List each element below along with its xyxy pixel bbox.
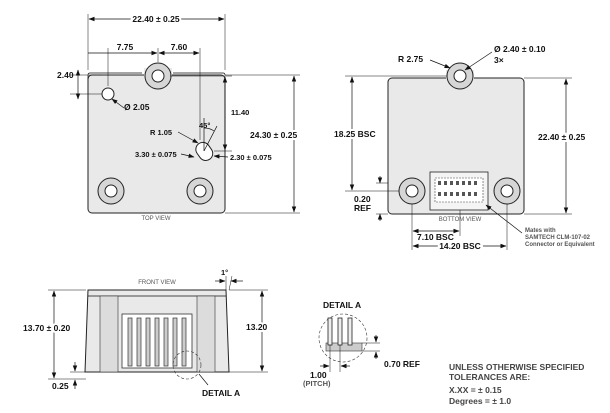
tolerance-line-2: TOLERANCES ARE: xyxy=(449,372,530,382)
top-height-dim: 24.30 ± 0.25 xyxy=(250,130,297,140)
detail-a: DETAIL A 1.00 (PITCH) 0.70 REF xyxy=(303,300,420,388)
top-11-40-dim: 11.40 xyxy=(231,108,249,117)
top-7-60-dim: 7.60 xyxy=(171,42,188,52)
top-angle-dim: 45° xyxy=(199,121,210,130)
top-2-40-dim: 2.40 xyxy=(57,70,74,80)
bottom-hole-top xyxy=(453,69,467,83)
small-hole xyxy=(101,87,115,101)
top-view-caption: TOP VIEW xyxy=(141,216,170,222)
detail-a-title: DETAIL A xyxy=(323,300,361,310)
mates-note-3: Connector or Equivalent xyxy=(525,242,595,248)
detail-a-circle xyxy=(172,350,202,380)
front-bottom-dim: 0.25 xyxy=(52,381,69,391)
top-view: TOP VIEW 22.40 ± 0.25 7.75 7.60 2.40 Ø 2… xyxy=(57,12,300,222)
tolerance-notes: UNLESS OTHERWISE SPECIFIED TOLERANCES AR… xyxy=(449,362,584,406)
tolerance-line-1: UNLESS OTHERWISE SPECIFIED xyxy=(449,362,584,372)
bottom-18-25-bsc: 18.25 BSC xyxy=(334,129,376,139)
front-angle-dim: 1° xyxy=(221,268,228,277)
bottom-14-20-bsc: 14.20 BSC xyxy=(439,241,481,251)
bottom-0-20-dim: 0.20 xyxy=(354,194,371,204)
front-height-right-dim: 13.20 xyxy=(246,322,268,332)
top-width-dim: 22.40 ± 0.25 xyxy=(132,14,179,24)
front-view: FRONT VIEW 1° 13.70 ± 0.20 13.20 0.25 DE… xyxy=(21,268,270,398)
tolerance-line-4: Degrees = ± 1.0 xyxy=(449,396,511,406)
slot xyxy=(195,141,214,161)
detail-pitch-label: (PITCH) xyxy=(303,379,331,388)
tolerance-line-3: X.XX = ± 0.15 xyxy=(449,385,502,395)
mates-note-1: Mates with xyxy=(525,228,556,234)
mount-hole-br xyxy=(193,184,207,198)
detail-a-callout: DETAIL A xyxy=(202,388,240,398)
top-slot-width-dim: 2.30 ± 0.075 xyxy=(230,153,272,162)
bottom-view: BOTTOM VIEW R 2.75 Ø 2.40 ± 0.10 3× 18.2… xyxy=(332,44,595,253)
mount-hole-bl xyxy=(104,184,118,198)
mates-note-2: SAMTECH CLM-107-02 xyxy=(525,235,591,241)
bottom-hole-dia-dim: Ø 2.40 ± 0.10 xyxy=(494,44,546,54)
bottom-ref-label: REF xyxy=(354,203,371,213)
detail-pitch-value: 1.00 xyxy=(310,370,327,380)
detail-ref-dim: 0.70 REF xyxy=(384,359,420,369)
bottom-7-10-bsc: 7.10 BSC xyxy=(417,232,454,242)
front-height-left-dim: 13.70 ± 0.20 xyxy=(23,323,70,333)
mount-hole-top xyxy=(151,69,165,83)
bottom-hole-left xyxy=(405,184,419,198)
top-hole-dia-dim: Ø 2.05 xyxy=(124,102,150,112)
connector-footprint xyxy=(429,171,489,211)
top-slot-length-dim: 3.30 ± 0.075 xyxy=(135,150,177,159)
bottom-height-dim: 22.40 ± 0.25 xyxy=(538,132,585,142)
bottom-radius-dim: R 2.75 xyxy=(398,54,423,64)
top-radius-dim: R 1.05 xyxy=(150,128,172,137)
bottom-hole-count: 3× xyxy=(494,55,504,65)
connector-pins xyxy=(127,317,187,367)
front-view-caption: FRONT VIEW xyxy=(138,280,176,286)
bottom-hole-right xyxy=(500,184,514,198)
top-7-75-dim: 7.75 xyxy=(117,42,134,52)
